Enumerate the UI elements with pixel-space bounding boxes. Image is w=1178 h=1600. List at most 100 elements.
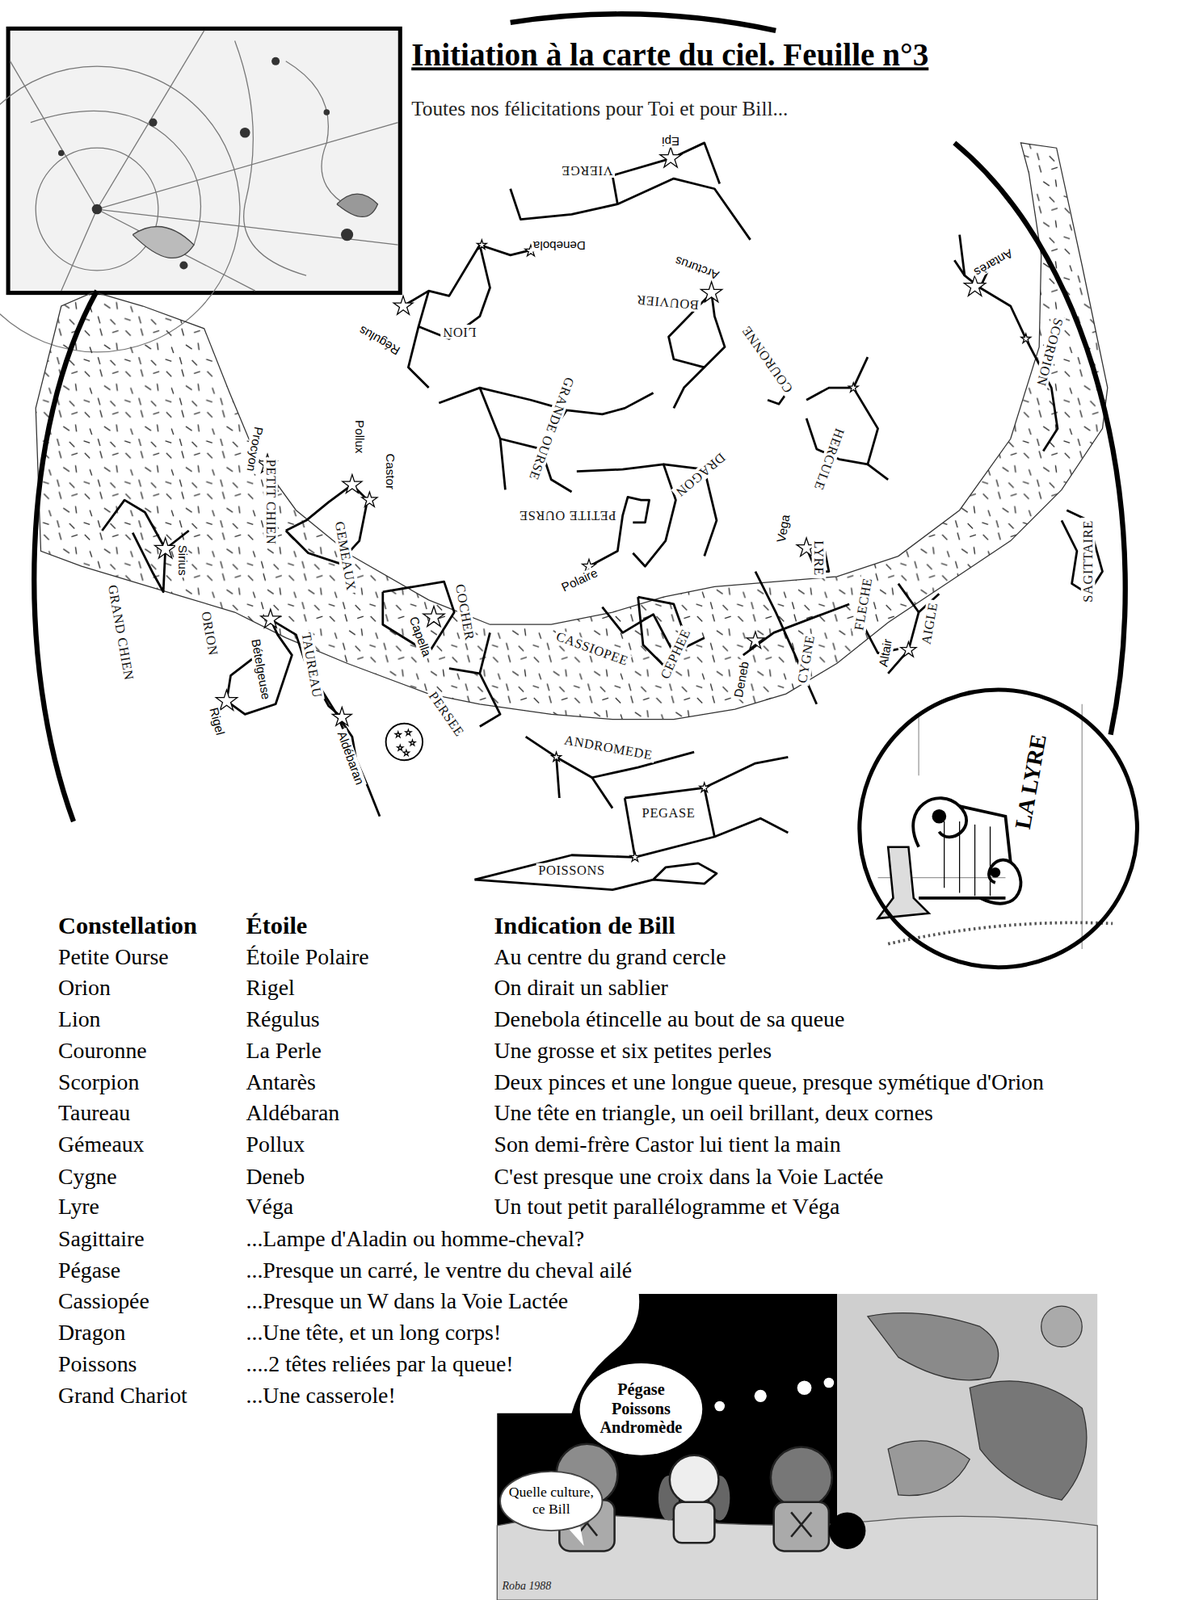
constellation-lines bbox=[438, 387, 653, 415]
cartoon bbox=[669, 1455, 720, 1506]
constellation-lines bbox=[673, 367, 705, 409]
bubble-content: Quelle culture, ce Bill bbox=[498, 1469, 605, 1533]
constellation-name: CASSIOPEE bbox=[551, 628, 632, 670]
table-cell: Au centre du grand cercle bbox=[494, 943, 727, 971]
constellation-lines bbox=[556, 757, 560, 799]
constellation-name: TAUREAU bbox=[298, 630, 325, 702]
constellation-name: PETITE OURSE bbox=[517, 508, 619, 523]
star-name: Altair bbox=[876, 636, 896, 671]
lyre-engraving bbox=[989, 826, 991, 897]
constellation-name: PETIT CHIEN bbox=[263, 457, 278, 547]
constellation-name: CEPHEE bbox=[656, 625, 695, 684]
cartoon bbox=[828, 1512, 866, 1549]
sky-circle bbox=[954, 143, 1125, 736]
inset-engraving bbox=[58, 57, 354, 270]
table-cell: Petite Ourse bbox=[58, 943, 169, 971]
constellation-name: LION bbox=[440, 324, 479, 340]
star-name: Denebola bbox=[530, 238, 588, 253]
constellation-lines bbox=[408, 290, 429, 388]
bubble-text: Pégase Poissons Andromède bbox=[577, 1381, 705, 1439]
page-title: Initiation à la carte du ciel. Feuille n… bbox=[411, 36, 929, 73]
constellation-name: FLECHE bbox=[851, 574, 876, 634]
constellation-lines bbox=[624, 787, 715, 858]
constellation-lines bbox=[714, 818, 788, 838]
inset-engraving bbox=[132, 226, 194, 258]
lyre-engraving bbox=[857, 688, 1140, 971]
table-cell: ...Presque un carré, le ventre du cheval… bbox=[245, 1257, 632, 1284]
inset-engraving bbox=[0, 28, 400, 353]
sky-circle bbox=[510, 13, 776, 31]
table-cell: La Perle bbox=[245, 1038, 321, 1065]
constellation-lines bbox=[286, 484, 368, 564]
cartoon bbox=[887, 1441, 970, 1497]
inset-engraving bbox=[10, 61, 97, 210]
constellation-lines bbox=[500, 438, 505, 490]
table-cell: Cygne bbox=[58, 1163, 118, 1191]
pleiades bbox=[403, 750, 409, 757]
star-symbols bbox=[963, 275, 985, 296]
table-header: Constellation bbox=[58, 911, 198, 940]
constellation-lines bbox=[959, 235, 1058, 452]
cartoon bbox=[969, 1381, 1087, 1501]
star-symbols bbox=[699, 782, 710, 792]
table-cell: Dragon bbox=[58, 1320, 126, 1347]
cartoon bbox=[714, 1401, 725, 1413]
subtitle: Toutes nos félicitations pour Toi et pou… bbox=[411, 96, 788, 121]
lyre-engraving bbox=[959, 821, 960, 893]
table-cell: Denebola étincelle au bout de sa queue bbox=[494, 1006, 846, 1034]
table-cell: Pégase bbox=[58, 1257, 121, 1284]
star-name: Aldébaran bbox=[333, 727, 367, 789]
constellation-name: GEMEAUX bbox=[331, 518, 359, 594]
star-symbols bbox=[848, 382, 859, 392]
constellation-name: SCORPION bbox=[1032, 314, 1066, 390]
signature: Roba 1988 bbox=[502, 1580, 552, 1593]
inset-engraving bbox=[271, 57, 280, 66]
inset-engraving bbox=[235, 41, 307, 277]
lyre-engraving bbox=[944, 821, 991, 897]
inset-engraving bbox=[0, 30, 399, 353]
pleiades bbox=[397, 744, 404, 751]
star-symbols bbox=[746, 631, 765, 649]
constellation-lines bbox=[510, 178, 751, 240]
table-cell: Étoile Polaire bbox=[245, 943, 369, 971]
table-cell: Aldébaran bbox=[245, 1100, 340, 1128]
lyre-engraving bbox=[912, 798, 967, 847]
lyre-engraving bbox=[918, 896, 1006, 901]
pleiades bbox=[386, 723, 423, 761]
constellation-name: ANDROMEDE bbox=[560, 732, 656, 764]
cartoon bbox=[1041, 1306, 1083, 1348]
inset-engraving bbox=[58, 150, 65, 157]
star-name: Sirius bbox=[175, 542, 190, 578]
constellation-lines bbox=[704, 757, 789, 788]
inset-engraving bbox=[96, 30, 205, 210]
star-symbols bbox=[332, 707, 352, 727]
inset-engraving bbox=[35, 147, 159, 271]
star-symbols bbox=[423, 605, 445, 627]
table-header: Indication de Bill bbox=[494, 911, 676, 940]
inset-engraving bbox=[30, 110, 202, 245]
star-symbols bbox=[260, 609, 281, 628]
star-symbols bbox=[154, 538, 176, 559]
star-name: Antarès bbox=[969, 244, 1017, 280]
pleiades bbox=[395, 732, 401, 738]
lyre-engraving bbox=[943, 821, 945, 888]
cartoon bbox=[774, 1502, 829, 1553]
table-cell: Rigel bbox=[245, 975, 295, 1002]
constellation-name: PEGASE bbox=[639, 806, 698, 821]
constellation-lines bbox=[449, 668, 480, 674]
inset-engraving bbox=[286, 61, 368, 215]
constellation-name: VIERGE bbox=[559, 163, 615, 178]
constellation-lines bbox=[226, 619, 292, 715]
table-cell: ...Presque un W dans la Voie Lactée bbox=[245, 1288, 568, 1316]
constellation-name: SAGITTAIRE bbox=[1081, 517, 1096, 605]
star-symbols bbox=[1021, 333, 1031, 343]
lyre-engraving bbox=[917, 714, 919, 776]
constellation-name: ORION bbox=[197, 608, 221, 659]
table-cell: Pollux bbox=[245, 1131, 305, 1159]
lyre-engraving bbox=[990, 867, 1002, 879]
inset-title: LA LYRE bbox=[1011, 730, 1052, 834]
star-name: Pollux bbox=[352, 418, 367, 456]
lyre-engraving bbox=[857, 688, 1140, 971]
